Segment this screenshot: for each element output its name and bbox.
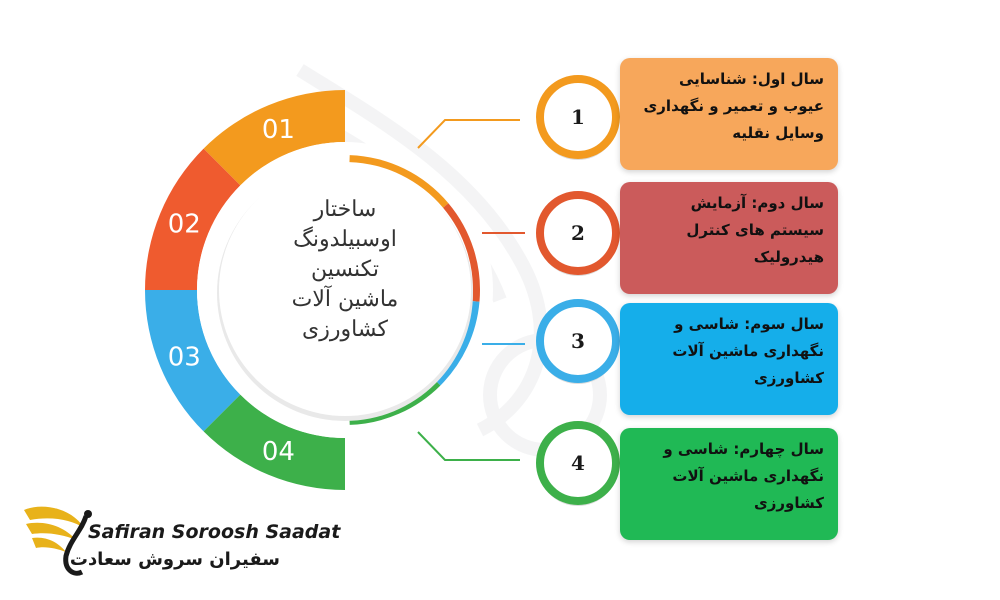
step-card-2: سال دوم: آزمایش سیستم های کنترل هیدرولیک xyxy=(620,182,838,294)
connector-line xyxy=(417,431,520,461)
center-title-line: ساختار xyxy=(313,197,377,222)
ring-segment-02 xyxy=(145,148,241,290)
ring-segment-label: 03 xyxy=(168,343,201,373)
inner-ring xyxy=(217,155,480,425)
step-card-3: سال سوم: شاسی و نگهداری ماشین آلات کشاور… xyxy=(620,303,838,415)
brand-name-fa: سفیران سروش سعادت xyxy=(69,549,280,570)
center-title-line: ماشین آلات xyxy=(291,287,399,312)
inner-ring-segment xyxy=(349,155,449,208)
golden-wing-logo-icon xyxy=(24,506,92,576)
step-circle xyxy=(536,75,620,159)
ring-labels: 01 02 03 04 xyxy=(168,115,295,467)
step-circles: 1 2 3 4 xyxy=(536,75,620,506)
center-title-line: اوسبیلدونگ xyxy=(293,227,397,252)
center-title: ساختار اوسبیلدونگ تکنسین ماشین آلات کشاو… xyxy=(250,195,440,345)
step-card-4: سال چهارم: شاسی و نگهداری ماشین آلات کشا… xyxy=(620,428,838,540)
connector-line xyxy=(417,119,520,149)
ring-segment-label: 02 xyxy=(168,209,201,239)
step-number: 3 xyxy=(571,329,585,353)
ring-segment-04 xyxy=(203,394,345,490)
step-card-text: سال دوم: آزمایش سیستم های کنترل هیدرولیک xyxy=(686,194,824,266)
ring-segment-label: 01 xyxy=(262,115,295,145)
step-circle xyxy=(536,421,620,505)
step-circle xyxy=(536,191,620,275)
step-card-text: سال چهارم: شاسی و نگهداری ماشین آلات کشا… xyxy=(663,440,824,512)
step-number: 4 xyxy=(571,451,585,475)
ring-segment-03 xyxy=(145,290,241,432)
center-circle xyxy=(219,164,471,416)
ring-segment-label: 04 xyxy=(262,437,295,467)
brand-block: Safiran Soroosh Saadat سفیران سروش سعادت xyxy=(20,493,340,583)
step-card-text: سال اول: شناسایی عیوب و تعمیر و نگهداری … xyxy=(643,70,824,142)
brand-name-en: Safiran Soroosh Saadat xyxy=(88,521,341,543)
step-circle xyxy=(536,299,620,383)
connectors xyxy=(417,119,525,461)
step-number: 1 xyxy=(571,105,585,129)
center-title-line: کشاورزی xyxy=(302,317,388,342)
inner-ring-segment xyxy=(443,203,480,302)
step-card-1: سال اول: شناسایی عیوب و تعمیر و نگهداری … xyxy=(620,58,838,170)
ring-segment-01 xyxy=(203,90,345,186)
step-card-text: سال سوم: شاسی و نگهداری ماشین آلات کشاور… xyxy=(672,315,824,387)
step-number: 2 xyxy=(571,221,585,245)
center-title-line: تکنسین xyxy=(311,257,379,282)
